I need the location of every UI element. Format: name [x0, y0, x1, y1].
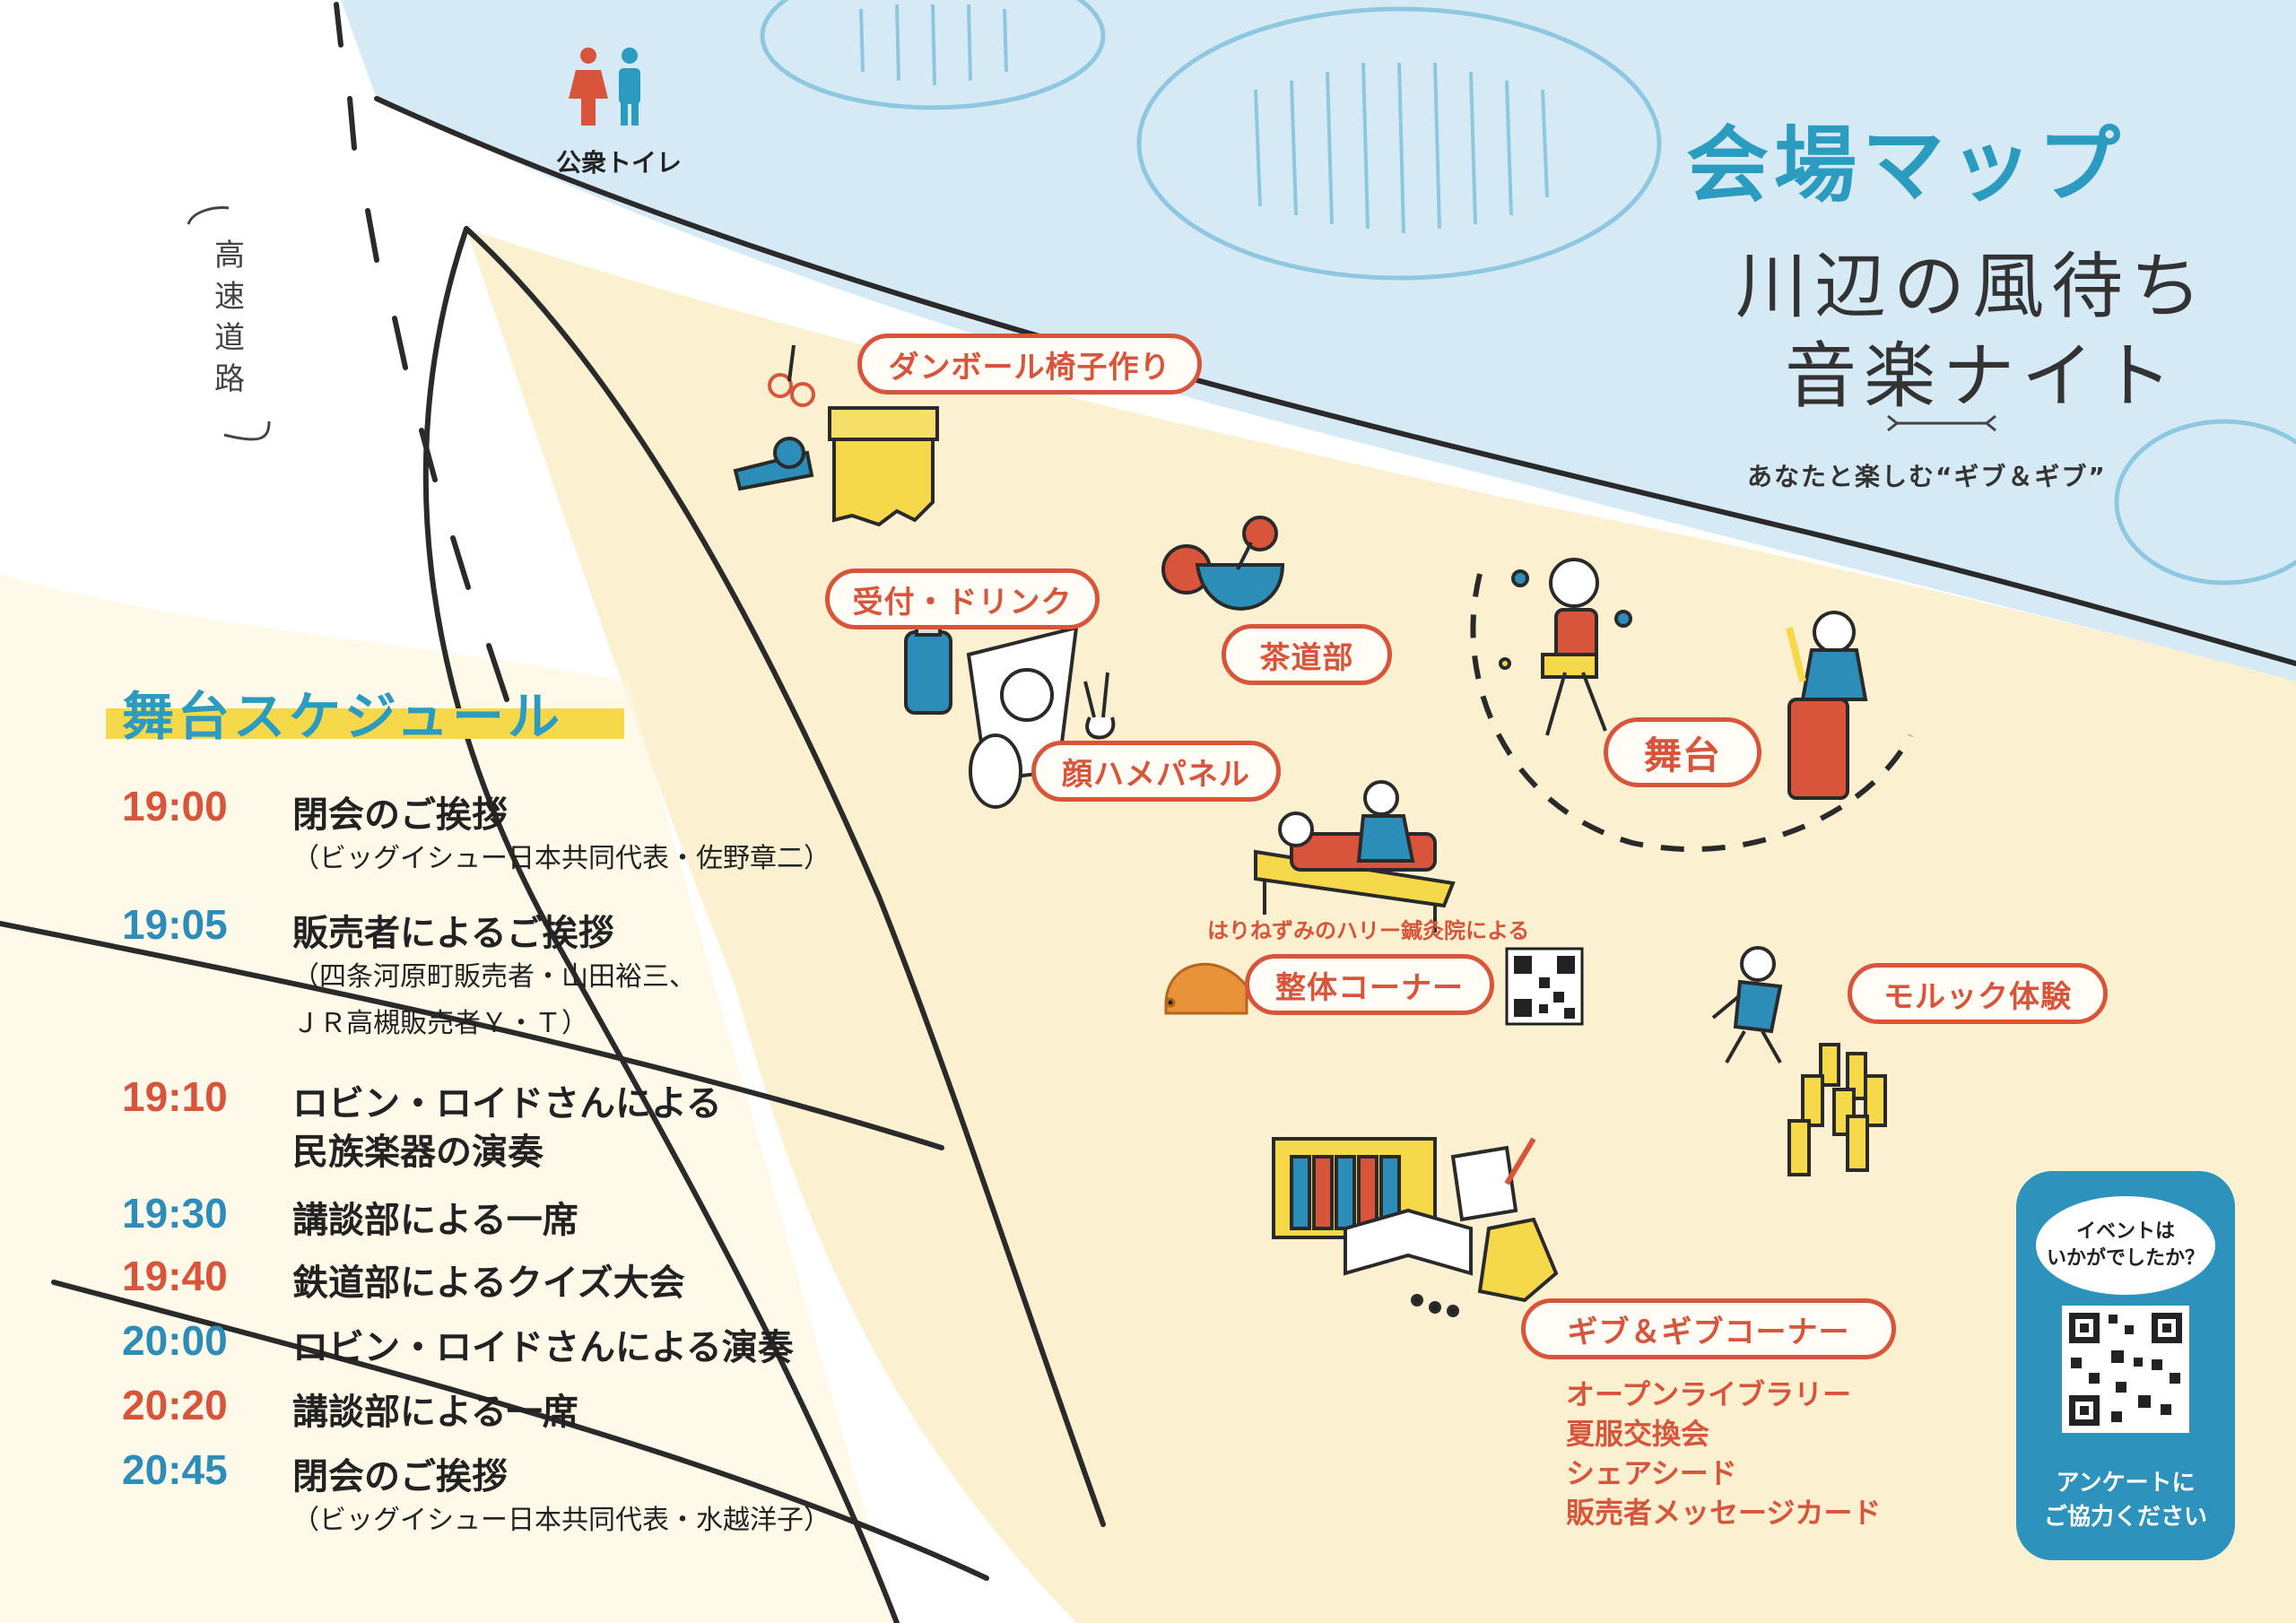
qr-code-seitai — [1505, 947, 1584, 1026]
schedule-note: （四条河原町販売者・山田裕三、 — [292, 961, 696, 993]
highway-label-char: 速 — [214, 279, 245, 315]
highway-label-char: 高 — [214, 238, 245, 273]
spot-seitai[interactable]: 整体コーナー — [1245, 954, 1494, 1015]
schedule-event: 講談部による一席 — [292, 1200, 578, 1241]
schedule-time: 19:30 — [122, 1190, 228, 1237]
toilet-icon — [569, 48, 640, 126]
ground-left — [0, 574, 897, 1623]
drink-bottle-icon — [904, 615, 952, 715]
highway-label: 高 速 道 路 — [212, 235, 248, 400]
cloud-hatch — [859, 4, 1549, 234]
heading-highlight — [106, 708, 624, 739]
cloud-icon — [760, 0, 2296, 586]
highway-dashes — [334, 2, 509, 702]
survey-bubble-line2: いかがでしたか？ — [2046, 1247, 2205, 1270]
stage-arc — [1470, 573, 1913, 853]
schedule-event: 講談部による一席 — [292, 1392, 578, 1433]
give-item: 夏服交換会 — [1566, 1417, 1710, 1451]
schedule-time: 20:20 — [122, 1382, 228, 1428]
toilet-label: 公衆トイレ — [556, 148, 683, 178]
schedule-time: 19:40 — [122, 1253, 228, 1299]
survey-caption-line1: アンケートに — [2056, 1470, 2196, 1497]
survey-caption-line2: ご協力ください — [2043, 1504, 2207, 1531]
schedule-note: ＪＲ高槻販売者Ｙ・Ｔ） — [292, 1008, 588, 1039]
tea-bowl-icon — [1161, 516, 1285, 611]
molkky-icon — [1711, 946, 1887, 1176]
schedule-event: 販売者によるご挨拶 — [292, 913, 614, 954]
event-name-line1: 川辺の風待ち — [1735, 245, 2209, 328]
survey-bubble: イベントは いかがでしたか？ — [2036, 1196, 2215, 1295]
highway-label-char: 路 — [214, 361, 245, 397]
survey-panel[interactable]: イベントは いかがでしたか？ アンケートに ご協力ください — [2016, 1171, 2235, 1560]
highway-paren-top — [187, 206, 230, 225]
sky-area — [341, 0, 2296, 681]
schedule-event: 閉会のご挨拶 — [292, 1456, 508, 1497]
spot-give-corner[interactable]: ギブ＆ギブコーナー — [1521, 1298, 1896, 1359]
survey-bubble-line1: イベントは — [2075, 1220, 2175, 1243]
schedule-event-line2: 民族楽器の演奏 — [292, 1132, 544, 1173]
schedule-note: （ビッグイシュー日本共同代表・水越洋子） — [292, 1505, 831, 1536]
cardboard-chair-icon — [733, 344, 939, 527]
schedule-time: 20:00 — [122, 1317, 228, 1364]
bookshelf-icon — [1272, 1137, 1559, 1317]
schedule-time: 19:00 — [122, 783, 228, 829]
spot-stage[interactable]: 舞台 — [1604, 717, 1761, 787]
spot-cardboard-chairs[interactable]: ダンボール椅子作り — [857, 334, 1202, 395]
highway-paren-bottom — [223, 421, 271, 441]
schedule-event: 鉄道部によるクイズ大会 — [292, 1263, 685, 1304]
schedule-time: 20:45 — [122, 1446, 228, 1493]
schedule-heading: 舞台スケジュール — [122, 686, 563, 747]
spot-reception[interactable]: 受付・ドリンク — [825, 568, 1100, 629]
give-item: シェアシード — [1566, 1456, 1737, 1490]
schedule-event: ロビン・ロイドさんによる — [292, 1083, 722, 1124]
schedule-event: ロビン・ロイドさんによる演奏 — [292, 1327, 794, 1368]
give-item: オープンライブラリー — [1566, 1377, 1852, 1411]
schedule-time: 19:05 — [122, 901, 228, 948]
schedule-note: （ビッグイシュー日本共同代表・佐野章二） — [292, 843, 831, 874]
give-item: 販売者メッセージカード — [1566, 1496, 1882, 1530]
schedule-event: 閉会のご挨拶 — [292, 794, 508, 836]
spot-molkky[interactable]: モルック体験 — [1848, 963, 2108, 1024]
seitai-host-label: はりねずみのハリー鍼灸院による — [1207, 918, 1530, 943]
qr-code-survey[interactable] — [2062, 1306, 2189, 1433]
page-title: 会場マップ — [1686, 117, 2126, 213]
schedule-time: 19:10 — [122, 1073, 228, 1120]
musician-icon — [1786, 611, 1868, 800]
massage-table-icon — [1254, 780, 1456, 933]
spot-tea-club[interactable]: 茶道部 — [1222, 624, 1392, 685]
event-name-line2: 音楽ナイト — [1785, 334, 2179, 418]
highway-label-char: 道 — [214, 320, 245, 356]
performer-icon — [1499, 558, 1632, 736]
spot-face-panel[interactable]: 顔ハメパネル — [1031, 741, 1281, 802]
event-tagline: あなたと楽しむ“ギブ＆ギブ” — [1747, 462, 2107, 491]
ornament-divider — [1887, 414, 1996, 432]
